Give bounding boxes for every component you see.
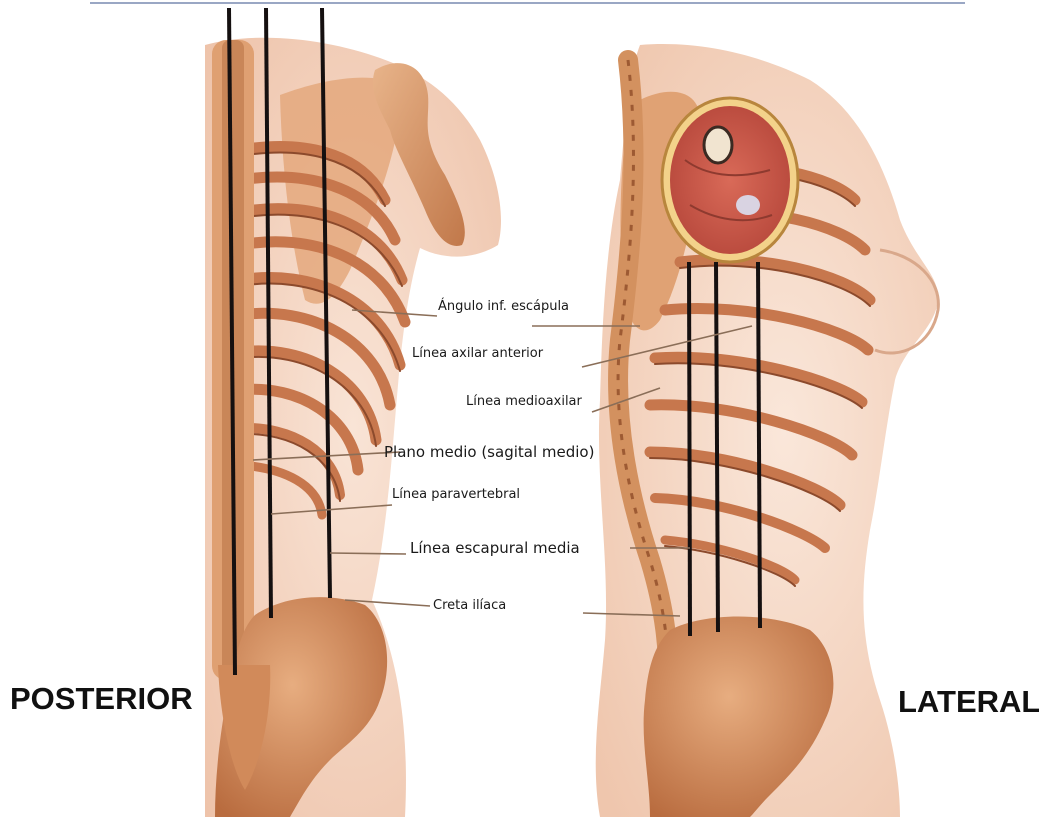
shoulder-cross-section: [662, 98, 798, 262]
label-plano-medio: Plano medio (sagital medio): [384, 443, 594, 461]
leader-escapular-left: [330, 553, 406, 554]
posterior-figure: [205, 8, 501, 817]
annotation-labels: Ángulo inf. escápula Línea axilar anteri…: [384, 298, 594, 613]
lateral-line-3: [758, 262, 760, 628]
label-linea-axilar-anterior: Línea axilar anterior: [412, 346, 544, 361]
label-creta-iliaca: Creta ilíaca: [433, 598, 506, 613]
lateral-line-2: [716, 262, 718, 632]
label-linea-escapural-media: Línea escapural media: [410, 539, 580, 557]
label-linea-medioaxilar: Línea medioaxilar: [466, 394, 583, 409]
lateral-view-label: LATERAL: [898, 684, 1039, 719]
lateral-line-1: [689, 262, 690, 636]
label-linea-paravertebral: Línea paravertebral: [392, 487, 520, 502]
label-angulo-inf-escapula: Ángulo inf. escápula: [438, 298, 569, 314]
lateral-figure: [596, 44, 939, 817]
posterior-view-label: POSTERIOR: [10, 681, 193, 716]
